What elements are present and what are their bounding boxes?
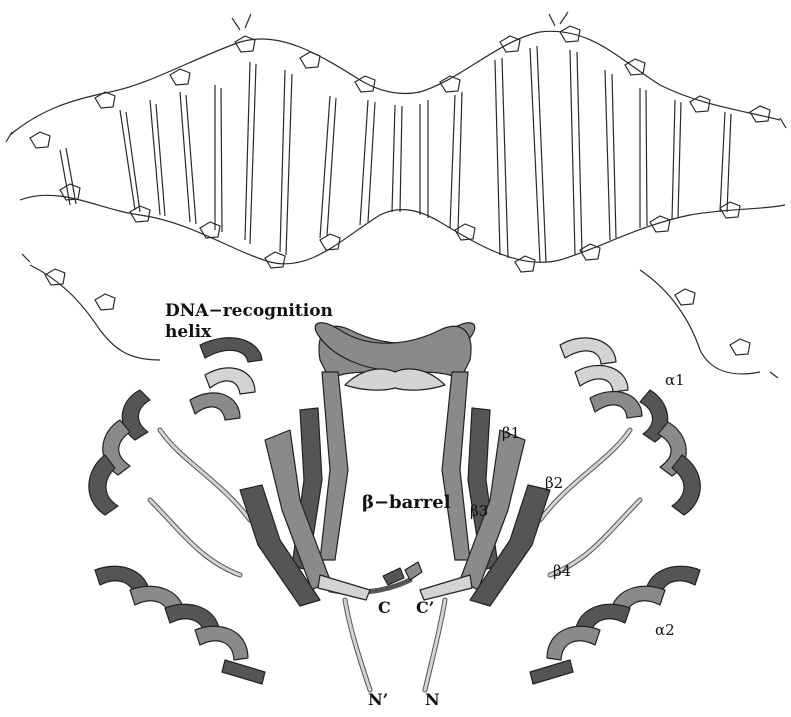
left-lower-helix-end [222,660,265,684]
alpha1-helix-turn-3 [590,392,642,418]
dna-double-helix [6,12,786,378]
right-helix-domain [530,338,700,684]
left-helix-domain [89,338,265,684]
label-c-terminus: C [378,598,391,617]
dna-recognition-helix-turn-3 [190,393,240,420]
label-beta2: β2 [545,474,563,492]
label-c-prime-terminus: C’ [416,598,434,617]
label-alpha1: α1 [665,371,685,389]
label-beta4: β4 [553,562,571,580]
alpha2-helix-turn-4 [547,626,600,660]
label-dna-recognition: DNA−recognition [165,301,333,321]
beta-arrow-left-bottom [318,575,370,600]
beta-strand-right-1 [442,372,470,560]
beta-barrel-left-strands [240,372,370,606]
alpha1-helix-turn-2 [575,366,628,392]
left-lower-helix-turn-4 [195,626,248,660]
protein-coil-loops [150,430,640,690]
label-alpha2: α2 [655,621,675,639]
right-helix-b-turn-3 [672,455,700,515]
beta-barrel-right-strands [420,372,550,606]
dna-recognition-helix-turn-2 [205,368,255,394]
alpha2-helix-end [530,660,573,684]
beta-strand-left-1 [320,372,348,560]
protein-coil-loops-light [150,430,640,690]
label-beta3: β3 [470,502,488,520]
dna-backbone-strand-right-lower [640,270,760,374]
label-n-terminus: N [425,690,440,709]
label-n-prime-terminus: N’ [368,690,388,709]
dna-phosphate-ticks [6,12,786,378]
dna-base-pairs [60,46,731,262]
dna-backbone-strand-left-lower [30,265,160,360]
label-beta-barrel: β−barrel [362,492,451,513]
beta-arrow-right-bottom [420,575,472,600]
alpha1-helix-turn-1 [560,338,616,364]
label-helix: helix [165,322,212,342]
label-beta1: β1 [502,424,520,442]
